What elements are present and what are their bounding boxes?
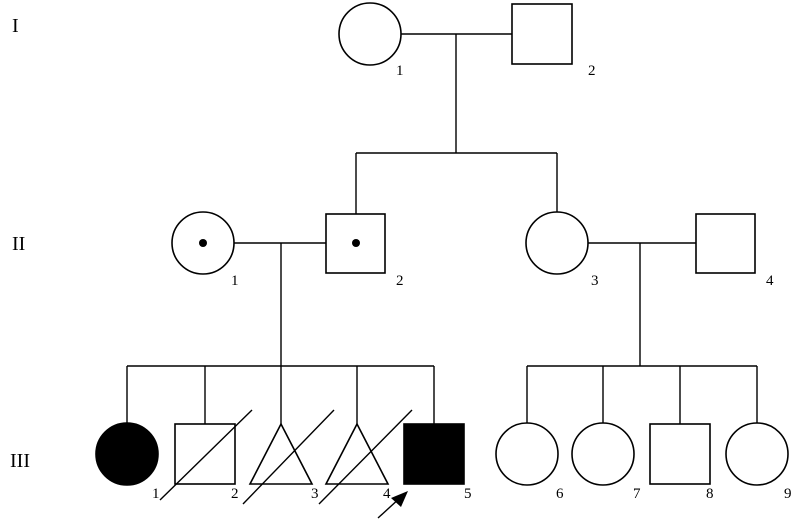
deceased-slash-III2 bbox=[159, 409, 253, 501]
individual-III9-female-symbol bbox=[725, 422, 789, 486]
individual-III3-miscarriage-symbol bbox=[248, 422, 314, 485]
generation-label-I: I bbox=[12, 15, 19, 37]
individual-III4-label: 4 bbox=[383, 486, 391, 502]
individual-III5-label: 5 bbox=[464, 486, 472, 502]
individual-III6-female-symbol bbox=[495, 422, 559, 486]
individual-I1-female-symbol bbox=[338, 2, 402, 66]
carrier-dot-II2 bbox=[352, 239, 360, 247]
individual-III8-male-symbol bbox=[649, 423, 711, 485]
individual-II4-male-symbol bbox=[695, 213, 756, 274]
generation-label-III: III bbox=[10, 450, 30, 472]
individual-III2-label: 2 bbox=[231, 486, 239, 502]
individual-III5-affected-male-symbol bbox=[403, 423, 465, 485]
individual-III4-miscarriage-symbol bbox=[324, 422, 390, 485]
individual-II4-label: 4 bbox=[766, 273, 774, 289]
individual-III1-affected-female-symbol bbox=[95, 422, 159, 486]
proband-arrow-icon bbox=[377, 491, 408, 519]
deceased-slash-III3 bbox=[242, 409, 335, 505]
generation-label-II: II bbox=[12, 233, 25, 255]
individual-III6-label: 6 bbox=[556, 486, 564, 502]
individual-III8-label: 8 bbox=[706, 486, 714, 502]
individual-III1-label: 1 bbox=[152, 486, 160, 502]
individual-II2-label: 2 bbox=[396, 273, 404, 289]
individual-II3-female-symbol bbox=[525, 211, 589, 275]
individual-III2-male-symbol bbox=[174, 423, 236, 485]
individual-I2-label: 2 bbox=[588, 63, 596, 79]
individual-II3-label: 3 bbox=[591, 273, 599, 289]
deceased-slash-III4 bbox=[318, 409, 413, 505]
carrier-dot-II1 bbox=[199, 239, 207, 247]
individual-II1-label: 1 bbox=[231, 273, 239, 289]
individual-III9-label: 9 bbox=[784, 486, 792, 502]
individual-I1-label: 1 bbox=[396, 63, 404, 79]
individual-III7-female-symbol bbox=[571, 422, 635, 486]
individual-III3-label: 3 bbox=[311, 486, 319, 502]
individual-III7-label: 7 bbox=[633, 486, 641, 502]
individual-I2-male-symbol bbox=[511, 3, 573, 65]
connector-lines bbox=[126, 33, 758, 424]
